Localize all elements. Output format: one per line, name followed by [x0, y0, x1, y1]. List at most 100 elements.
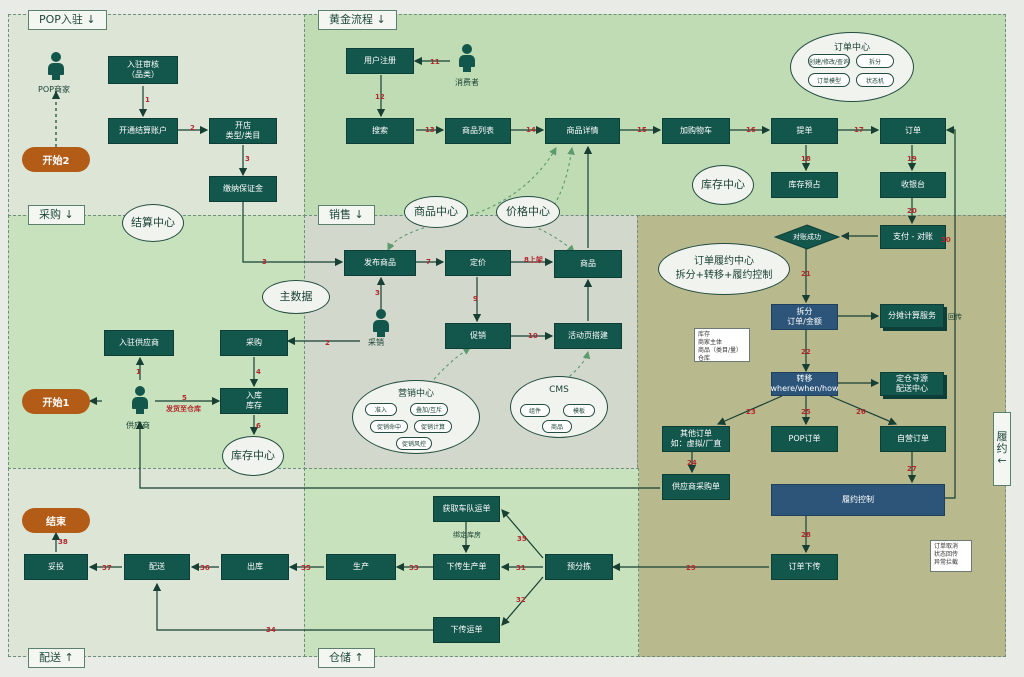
cms-chip: 商品	[542, 420, 572, 433]
step-number: 6	[256, 422, 261, 430]
step-number: 30	[941, 236, 951, 244]
step-number: 12	[375, 93, 385, 101]
box-product-list: 商品列表	[445, 118, 511, 144]
step-number: 32	[516, 596, 526, 604]
step-number: 29	[686, 564, 696, 572]
lane-tag-sales: 销售 ↓	[318, 205, 375, 225]
step-number: 3	[245, 155, 250, 163]
box-product-detail: 商品详情	[545, 118, 620, 144]
box-other-order: 其他订单 如：虚拟/厂直	[662, 426, 730, 452]
cms-chip: 模板	[563, 404, 595, 417]
step-number: 34	[266, 626, 276, 634]
supplier-icon	[130, 386, 150, 414]
ellipse-fulfill-center: 订单履约中心 拆分+转移+履约控制	[658, 243, 790, 295]
marketing-chip: 促销计算	[414, 420, 452, 433]
step-number: 15	[637, 126, 647, 134]
step-number: 18	[801, 155, 811, 163]
supplier-label: 供应商	[126, 421, 150, 430]
decision-label: 对账成功	[793, 233, 821, 241]
fulfill-note: 订单取消 状态回传 异常拦截	[930, 540, 972, 572]
ellipse-inv-center-bottom: 库存中心	[222, 436, 284, 476]
lane-tag-warehouse: 仓储 ↑	[318, 648, 375, 668]
order-chip: 创建/修改/查询	[808, 54, 850, 68]
step-number: 35	[517, 535, 527, 543]
step-number: 10	[528, 332, 538, 340]
end-node: 结束	[22, 508, 90, 533]
marketing-chip: 叠加/互斥	[410, 403, 448, 416]
box-dispatch-waybill: 下传运单	[433, 617, 500, 643]
order-chip: 订单模型	[808, 73, 850, 87]
label-supplier-send: 发货至仓库	[166, 405, 201, 413]
step-number: 3	[375, 289, 380, 297]
marketing-chip: 促销命中	[370, 420, 408, 433]
ellipse-price-center: 价格中心	[496, 196, 560, 228]
box-fetch-fleet: 获取车队运单	[433, 496, 500, 522]
ellipse-settle-center: 结算中心	[122, 204, 184, 242]
step-number: 27	[907, 465, 917, 473]
decision-diamond-shape	[774, 224, 840, 250]
step-number: 23	[746, 408, 756, 416]
step-number: 26	[856, 408, 866, 416]
step-number: 37	[102, 564, 112, 572]
box-outbound: 出库	[221, 554, 289, 580]
step-number: 36	[200, 564, 210, 572]
lane-tag-pop: POP入驻 ↓	[28, 10, 107, 30]
box-cashier: 收银台	[880, 172, 946, 198]
marketing-chip: 准入	[365, 403, 397, 416]
cms-title: CMS	[549, 385, 569, 395]
box-produce: 生产	[326, 554, 396, 580]
ellipse-master-data: 主数据	[262, 280, 330, 314]
box-inbound: 入库 库存	[220, 388, 288, 414]
marketing-center-title: 营销中心	[397, 389, 434, 399]
label-listing: 8上架	[524, 256, 543, 264]
box-goods: 商品	[554, 250, 622, 278]
box-publish: 发布商品	[344, 250, 416, 276]
box-register-review: 入驻审核 （品类）	[108, 56, 178, 84]
step-number: 14	[526, 126, 536, 134]
step-number: 25	[801, 408, 811, 416]
buyer-icon	[371, 309, 391, 337]
step-number: 4	[256, 368, 261, 376]
box-deliver: 配送	[124, 554, 190, 580]
step-number: 1	[136, 368, 141, 376]
box-open-settle: 开通结算账户	[108, 118, 178, 144]
label-callback: 回传	[948, 313, 962, 321]
box-checkout: 提单	[771, 118, 838, 144]
step-number: 17	[854, 126, 864, 134]
ellipse-order-center: 订单中心	[790, 32, 914, 102]
box-self-order: 自营订单	[880, 426, 946, 452]
step-number: 24	[687, 459, 697, 467]
box-fulfill-ctrl: 履约控制	[771, 484, 945, 516]
box-promotion: 促销	[445, 323, 511, 349]
step-number: 28	[801, 531, 811, 539]
step-number: 5	[182, 394, 187, 402]
box-split-calc: 分摊计算服务	[880, 304, 944, 328]
box-search: 搜索	[346, 118, 414, 144]
box-stock-reserve: 库存预占	[771, 172, 838, 198]
lane-tag-purchase: 采购 ↓	[28, 205, 85, 225]
step-number: 1	[145, 96, 150, 104]
step-number: 31	[516, 564, 526, 572]
pop-merchant-label: POP商家	[38, 85, 70, 94]
box-user-register: 用户注册	[346, 48, 414, 74]
box-order-dispatch: 订单下传	[771, 554, 838, 580]
order-center-title: 订单中心	[833, 43, 870, 53]
lane-tag-delivery: 配送 ↑	[28, 648, 85, 668]
consumer-icon	[457, 44, 477, 72]
box-dispatch-prod: 下传生产单	[433, 554, 500, 580]
step-number: 2	[325, 339, 330, 347]
start1-node: 开始1	[22, 389, 90, 414]
decision-reconcile: 对账成功	[774, 224, 840, 250]
label-binding: 绑定库房	[453, 531, 481, 539]
ellipse-product-center: 商品中心	[404, 196, 468, 228]
cms-chip: 组件	[520, 404, 550, 417]
step-number: 22	[801, 348, 811, 356]
lane-tag-golden: 黄金流程 ↓	[318, 10, 397, 30]
step-number: 9	[473, 295, 478, 303]
step-number: 35	[301, 564, 311, 572]
pop-merchant-icon	[46, 52, 66, 80]
box-supplier-in: 入驻供应商	[104, 330, 174, 356]
marketing-chip: 促销风控	[396, 437, 432, 450]
consumer-label: 消费者	[455, 78, 479, 87]
